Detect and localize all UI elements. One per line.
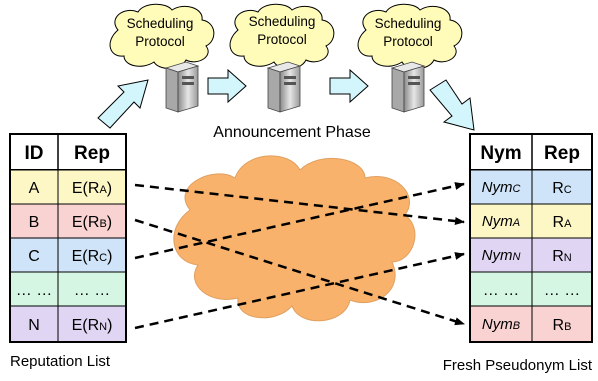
left-id-cell: … … [16,282,52,299]
left-row-2: B E(RB) [9,203,127,239]
server-3-line1: Scheduling [375,16,442,31]
right-row-3: NymN RN [469,237,593,273]
scheduling-cloud-2 [229,3,335,69]
right-rep-cell: … … [544,282,580,299]
server-group-3: Scheduling Protocol [357,3,463,69]
arrow-into-servers-icon [97,79,149,129]
server-3-line2: Protocol [383,34,433,49]
right-rep-cell: RC [552,180,572,197]
left-header-rep: Rep [74,143,110,164]
pseudonym-list-table: Nym Rep NymC RC NymA RA NymN RN … … … … [469,133,593,343]
server-2-line2: Protocol [257,32,307,47]
dashed-arrow-c [134,182,465,260]
server-icon-1 [164,61,200,113]
arrow-server2-to-server3-icon [329,68,369,104]
right-rep-cell: RA [553,214,573,231]
arrow-server1-to-server2-icon [207,68,247,104]
right-header-nym: Nym [480,143,521,164]
left-header-id: ID [25,143,44,164]
pseudonym-list-caption: Fresh Pseudonym List [443,357,593,374]
right-nym-cell: … … [483,282,519,299]
block-arrows [97,68,475,131]
left-rep-cell: E(RB) [72,214,112,231]
right-row-1: NymC RC [469,169,593,205]
left-id-cell: N [28,317,40,334]
right-row-5: NymB RB [469,305,593,343]
left-rep-cell: E(RA) [72,180,112,197]
server-icon-2 [266,61,302,113]
right-rep-cell: RN [552,248,572,265]
right-header-rep: Rep [544,143,580,164]
left-rep-cell: … … [74,282,110,299]
left-id-cell: B [29,214,40,231]
phase-label: Announcement Phase [213,124,371,141]
left-rep-cell: E(RC) [72,248,113,265]
left-row-5: N E(RN) [9,305,127,343]
server-1-line1: Scheduling [127,16,194,31]
shuffle-arrows [134,182,465,330]
server-group-2: Scheduling Protocol [229,3,335,69]
dashed-arrow-a [134,183,465,225]
left-id-cell: A [29,180,40,197]
scheduling-cloud-3 [357,3,463,69]
server-2-line1: Scheduling [249,14,316,29]
right-nym-cell: NymA [482,213,520,230]
left-row-3: C E(RC) [9,237,127,273]
left-rep-cell: E(RN) [72,317,113,334]
left-id-cell: C [28,248,40,265]
server-group-1: Scheduling Protocol [109,3,215,69]
reputation-list-table: ID Rep A E(RA) B E(RB) C E(RC) … … … … [9,133,127,343]
dashed-arrow-n [134,252,465,330]
scheduling-cloud-1 [109,3,215,69]
right-nym-cell: NymB [482,316,520,333]
left-row-1: A E(RA) [9,169,127,205]
dashed-arrow-b [134,218,465,326]
right-rep-cell: RB [553,317,572,334]
right-nym-cell: NymC [482,179,521,196]
right-row-2: NymA RA [469,203,593,239]
left-row-4: … … … … [9,271,127,307]
server-1-line2: Protocol [135,34,185,49]
right-row-4: … … … … [469,271,593,307]
server-icon-3 [390,61,426,113]
reputation-list-caption: Reputation List [10,353,111,370]
arrow-out-of-servers-icon [429,79,475,131]
right-nym-cell: NymN [482,247,521,264]
